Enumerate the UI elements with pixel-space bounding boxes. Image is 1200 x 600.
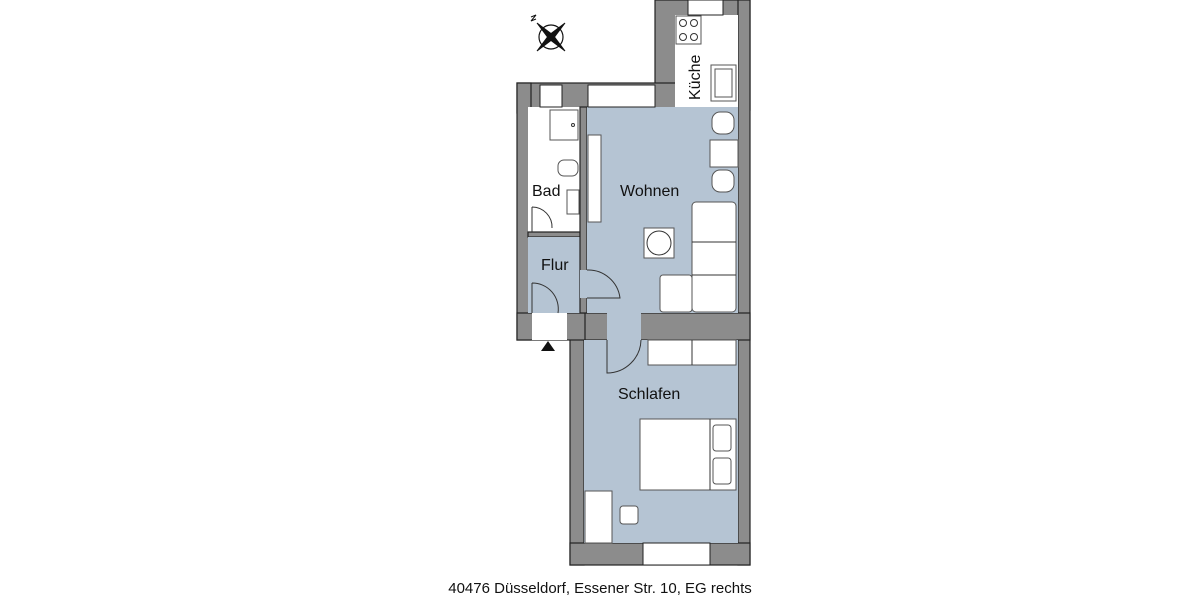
bedroom-furniture: Schlafen [584,339,737,544]
entrance-triangle-icon [541,341,555,351]
room-hall [528,237,580,313]
room-label-bath: Bad [532,183,560,200]
room-label-kitchen: Küche [687,55,704,100]
north-compass-icon [530,14,566,52]
window [539,84,563,108]
window [587,84,656,108]
bath-fittings: Bad [531,109,580,232]
address-caption: 40476 Düsseldorf, Essener Str. 10, EG re… [448,580,752,597]
window [642,542,711,566]
window [687,0,724,16]
living-furniture: Wohnen [587,111,739,313]
entrance-door-swing [531,282,559,314]
hall-door-swing [586,269,621,299]
room-label-hall: Flur [541,257,569,274]
kitchen-fittings: Küche [675,15,737,102]
room-label-bedroom: Schlafen [618,386,680,403]
room-label-living: Wohnen [620,183,679,200]
entrance-door-opening [532,313,567,340]
